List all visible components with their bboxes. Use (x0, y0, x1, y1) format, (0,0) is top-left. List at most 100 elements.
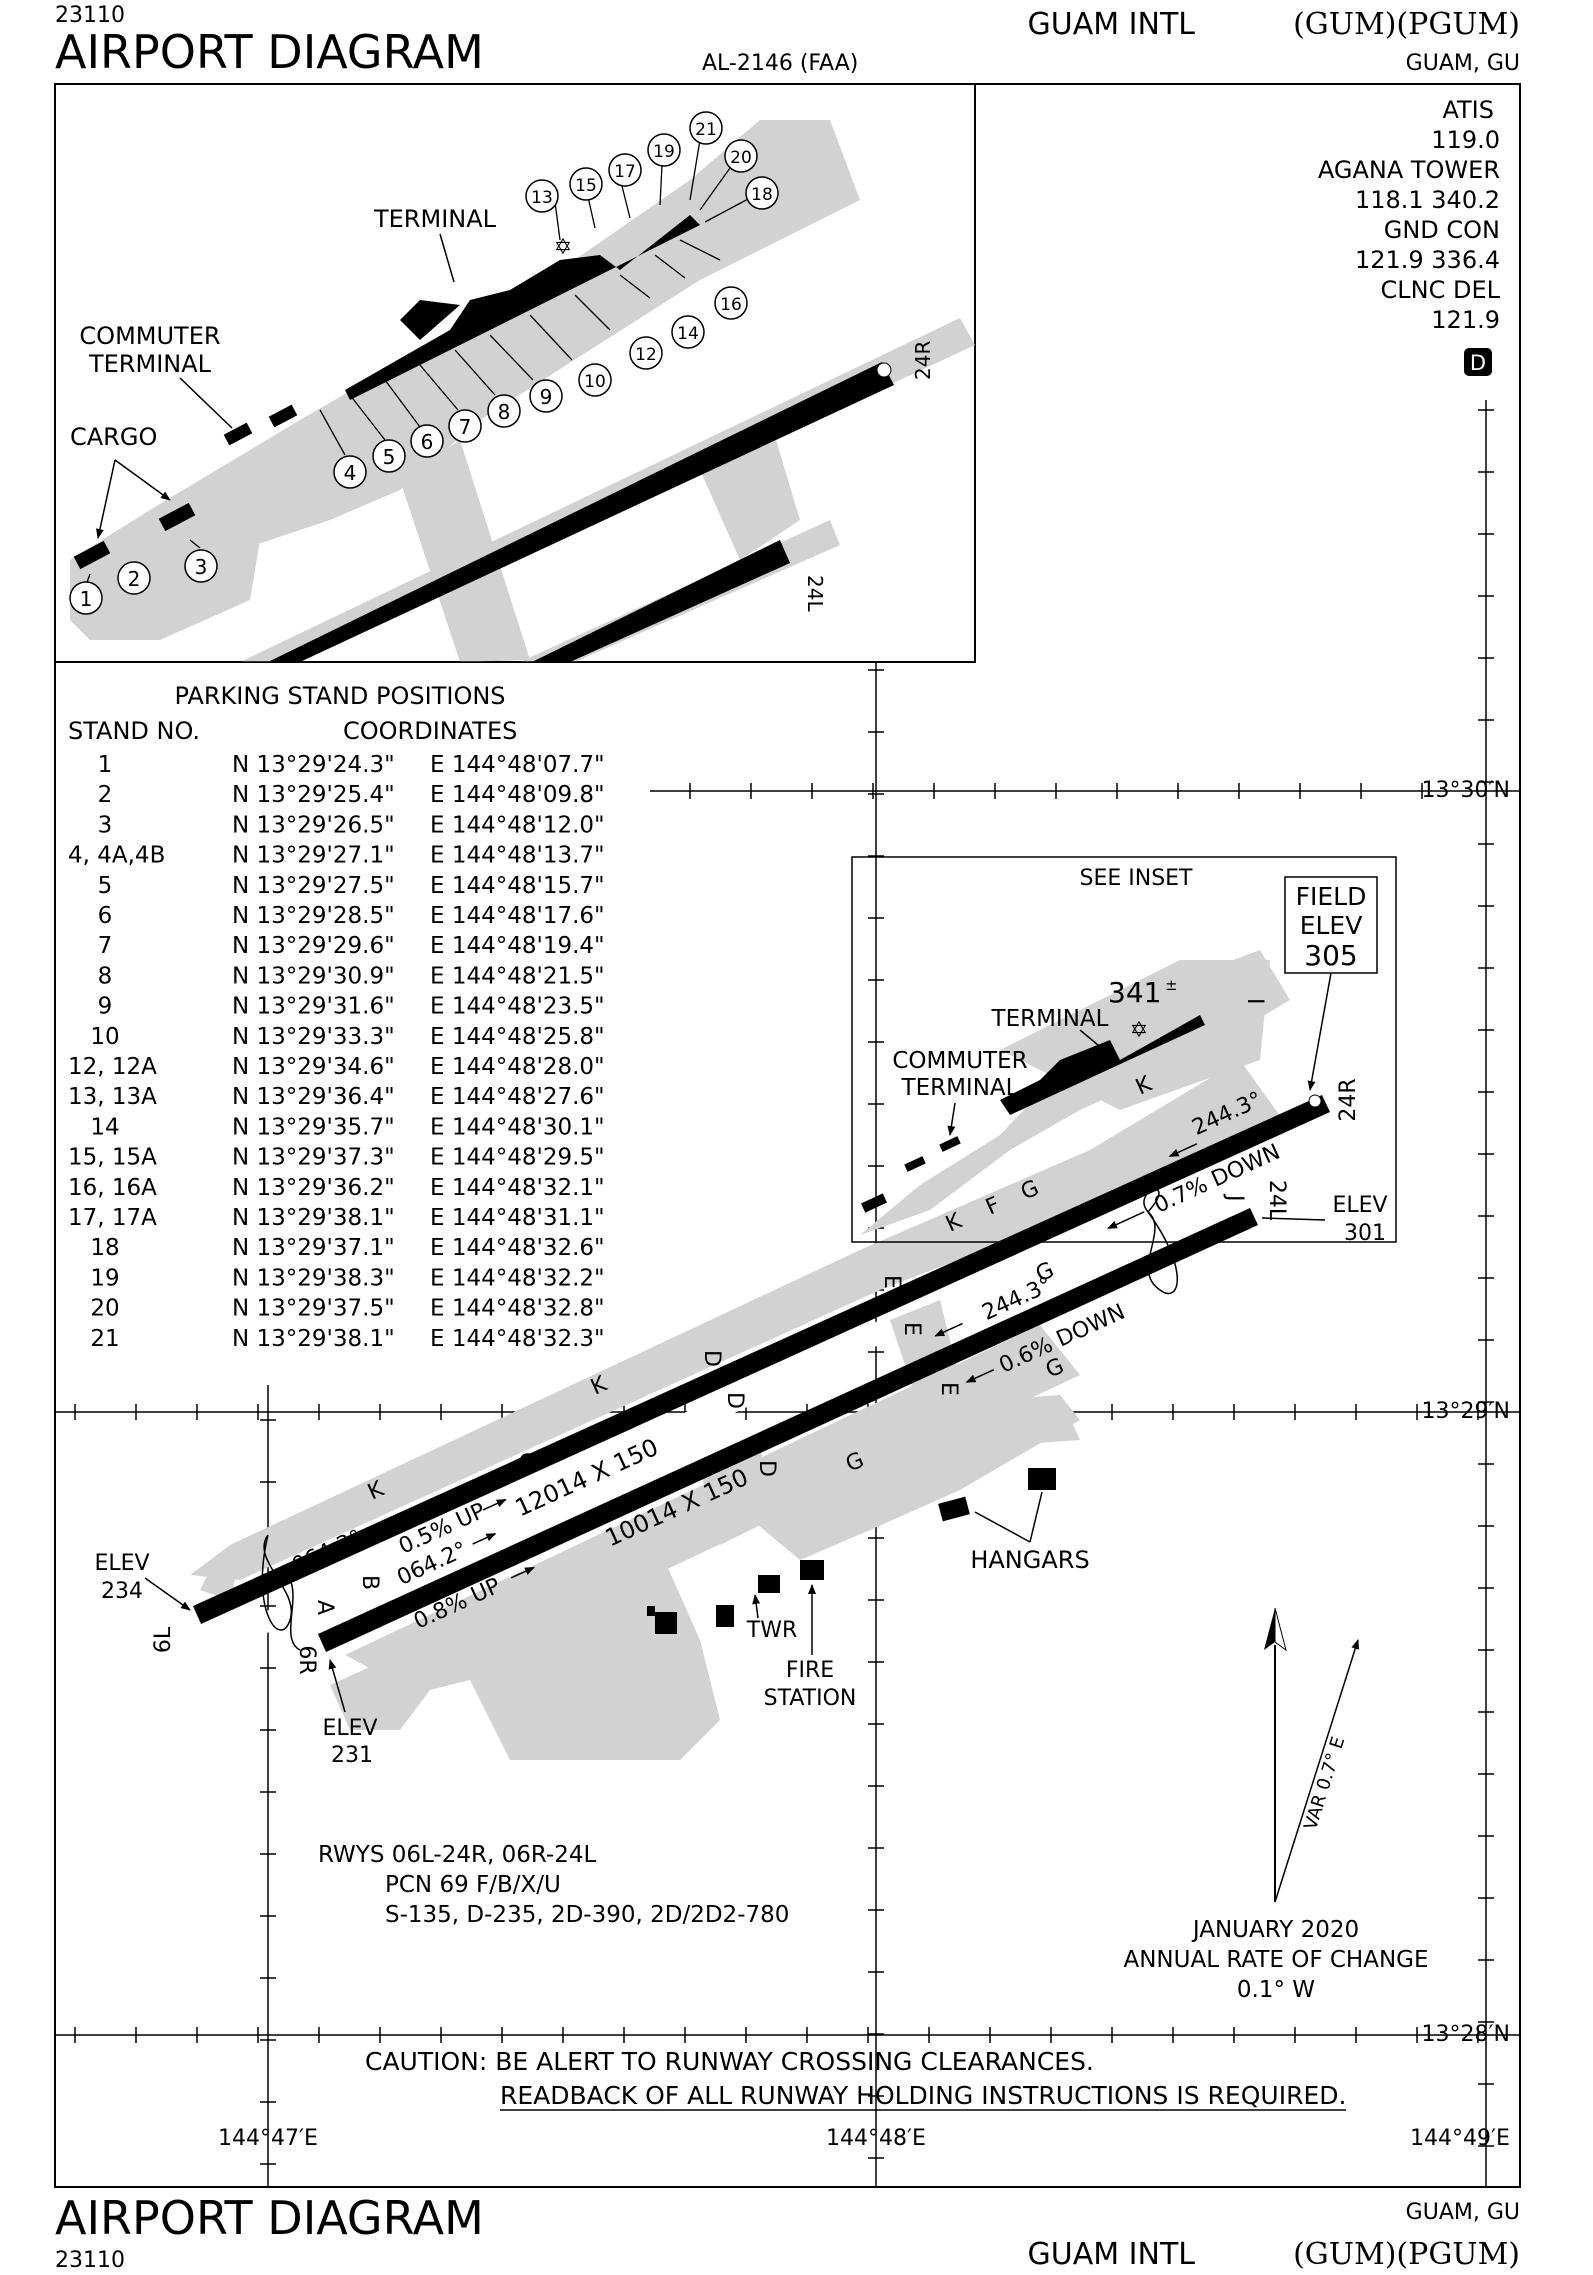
parking-lat: N 13°29'37.3" (232, 1145, 395, 1171)
south-apron (330, 1395, 1080, 1760)
twy-d-3: D (754, 1460, 779, 1477)
inset-stand: 7 (448, 409, 482, 443)
twy-e-3: E (936, 1382, 961, 1396)
rwy-info-line-2: PCN 69 F/B/X/U (385, 1872, 561, 1898)
elev-301-label: ELEV (1332, 1193, 1387, 1218)
parking-lat: N 13°29'25.4" (232, 782, 395, 808)
main-commuter-building-2 (904, 1156, 926, 1172)
parking-lat: N 13°29'35.7" (232, 1114, 395, 1140)
parking-lat: N 13°29'36.2" (232, 1175, 395, 1201)
taxiway-e-loop (930, 1395, 1080, 1450)
parking-lat: N 13°29'36.4" (232, 1084, 395, 1110)
inset-stand: 5 (372, 439, 406, 473)
twy-d-1: D (699, 1350, 724, 1367)
elev-231-value: 231 (331, 1743, 373, 1768)
inset-terminal-label: TERMINAL (373, 205, 497, 233)
rwy-6l-label: 6L (151, 1626, 176, 1653)
caution-line-1: CAUTION: BE ALERT TO RUNWAY CROSSING CLE… (365, 2047, 1094, 2076)
parking-lat: N 13°29'24.3" (232, 752, 395, 778)
twy-j: J (1222, 1193, 1247, 1202)
inset-stand: 18 (745, 176, 779, 210)
inset-stand: 17 (608, 153, 642, 187)
parking-lon: E 144°48'15.7" (430, 873, 605, 899)
elev-234-leader (144, 1577, 191, 1611)
inset-stand: 8 (487, 394, 521, 428)
rwy-6r-label: 6R (294, 1645, 319, 1674)
field-elev-leader (1307, 972, 1332, 1091)
elev-231-label: ELEV (322, 1716, 377, 1741)
airport-location: GUAM, GU (1406, 51, 1520, 76)
inset-cargo-building-1 (73, 540, 111, 570)
svg-text:20: 20 (730, 148, 752, 168)
parking-lat: N 13°29'27.5" (232, 873, 395, 899)
svg-text:14: 14 (677, 324, 699, 344)
chart-id: AL-2146 (FAA) (702, 51, 858, 76)
inset-stand: 4 (333, 455, 367, 489)
inset-commuter-label-2: TERMINAL (88, 350, 212, 378)
inset-rwy-24l-label: 24L (803, 575, 827, 612)
inset-stand: 9 (529, 379, 563, 413)
inset-cargo-leader-1 (96, 459, 116, 539)
svg-text:4: 4 (344, 461, 357, 485)
comms-tower-label: AGANA TOWER (1318, 156, 1500, 184)
parking-stand-no: 14 (90, 1114, 119, 1140)
main-commuter-building-1 (939, 1136, 961, 1152)
inset-stand-circles: 1 2 3 4 5 6 7 8 9 10 12 14 16 13 15 17 1… (69, 111, 779, 615)
footer: AIRPORT DIAGRAM 23110 GUAM, GU GUAM INTL… (55, 2191, 1520, 2273)
comms-clnc-label: CLNC DEL (1381, 276, 1501, 304)
footer-airport-codes: (GUM)(PGUM) (1293, 2237, 1520, 2272)
elev-234-value: 234 (101, 1579, 143, 1604)
rwy-info-line-1: RWYS 06L-24R, 06R-24L (318, 1842, 596, 1868)
header: 23110 AIRPORT DIAGRAM AL-2146 (FAA) GUAM… (55, 3, 1520, 79)
lon-14448-label: 144°48′E (826, 2126, 926, 2151)
inset-terminal-building (345, 215, 700, 400)
inset-runway-24l (532, 540, 790, 662)
taxiway-gap (195, 1320, 900, 1660)
parking-lat: N 13°29'31.6" (232, 994, 395, 1020)
main-terminal-label: TERMINAL (991, 1006, 1109, 1032)
parking-lat: N 13°29'38.1" (232, 1205, 395, 1231)
svg-text:12: 12 (635, 345, 657, 365)
parking-stand-no: 7 (98, 933, 113, 959)
footer-location: GUAM, GU (1406, 2200, 1520, 2225)
parking-lon: E 144°48'32.2" (430, 1265, 605, 1291)
inset-cargo-label: CARGO (70, 423, 157, 451)
parking-lon: E 144°48'07.7" (430, 752, 605, 778)
inset-stand: 10 (578, 363, 612, 397)
comms-d-symbol: D (1470, 351, 1486, 375)
twy-d-2: D (722, 1392, 747, 1409)
inset-stand: 19 (647, 133, 681, 167)
parking-stand-no: 5 (98, 873, 113, 899)
high-point-plusminus: ± (1165, 976, 1178, 994)
lon-14449-label: 144°49′E (1410, 2126, 1510, 2151)
elev-234-label: ELEV (94, 1551, 149, 1576)
see-inset-box (851, 856, 1397, 1243)
true-north-arrowhead-left (1264, 1608, 1275, 1650)
comms-atis-label: ATIS (1442, 96, 1494, 124)
comms-gnd-label: GND CON (1384, 216, 1500, 244)
field-elev-label-1: FIELD (1296, 882, 1367, 911)
inset-commuter-leader (179, 377, 233, 429)
parking-lon: E 144°48'09.8" (430, 782, 605, 808)
twr-leader (752, 1594, 761, 1619)
parking-lat: N 13°29'33.3" (232, 1024, 395, 1050)
parking-stand-no: 8 (98, 963, 113, 989)
see-inset-label: SEE INSET (1079, 866, 1193, 891)
comms-panel: ATIS 119.0 AGANA TOWER 118.1 340.2 GND C… (1318, 96, 1501, 376)
parking-lon: E 144°48'12.0" (430, 812, 605, 838)
magnetic-north-line (1274, 1639, 1360, 1903)
inset-star-marker: ✡ (554, 235, 572, 260)
parking-lon: E 144°48'19.4" (430, 933, 605, 959)
parking-lon: E 144°48'31.1" (430, 1205, 605, 1231)
parking-lat: N 13°29'38.1" (232, 1326, 395, 1352)
svg-text:21: 21 (695, 120, 717, 140)
svg-text:16: 16 (720, 295, 742, 315)
parking-lat: N 13°29'28.5" (232, 903, 395, 929)
lat-1330-label: 13°30′N (1422, 778, 1510, 803)
lat-1328-label: 13°28′N (1422, 2022, 1510, 2047)
parking-stand-table: PARKING STAND POSITIONS STAND NO. COORDI… (68, 682, 605, 1352)
parking-lon: E 144°48'32.8" (430, 1296, 605, 1322)
